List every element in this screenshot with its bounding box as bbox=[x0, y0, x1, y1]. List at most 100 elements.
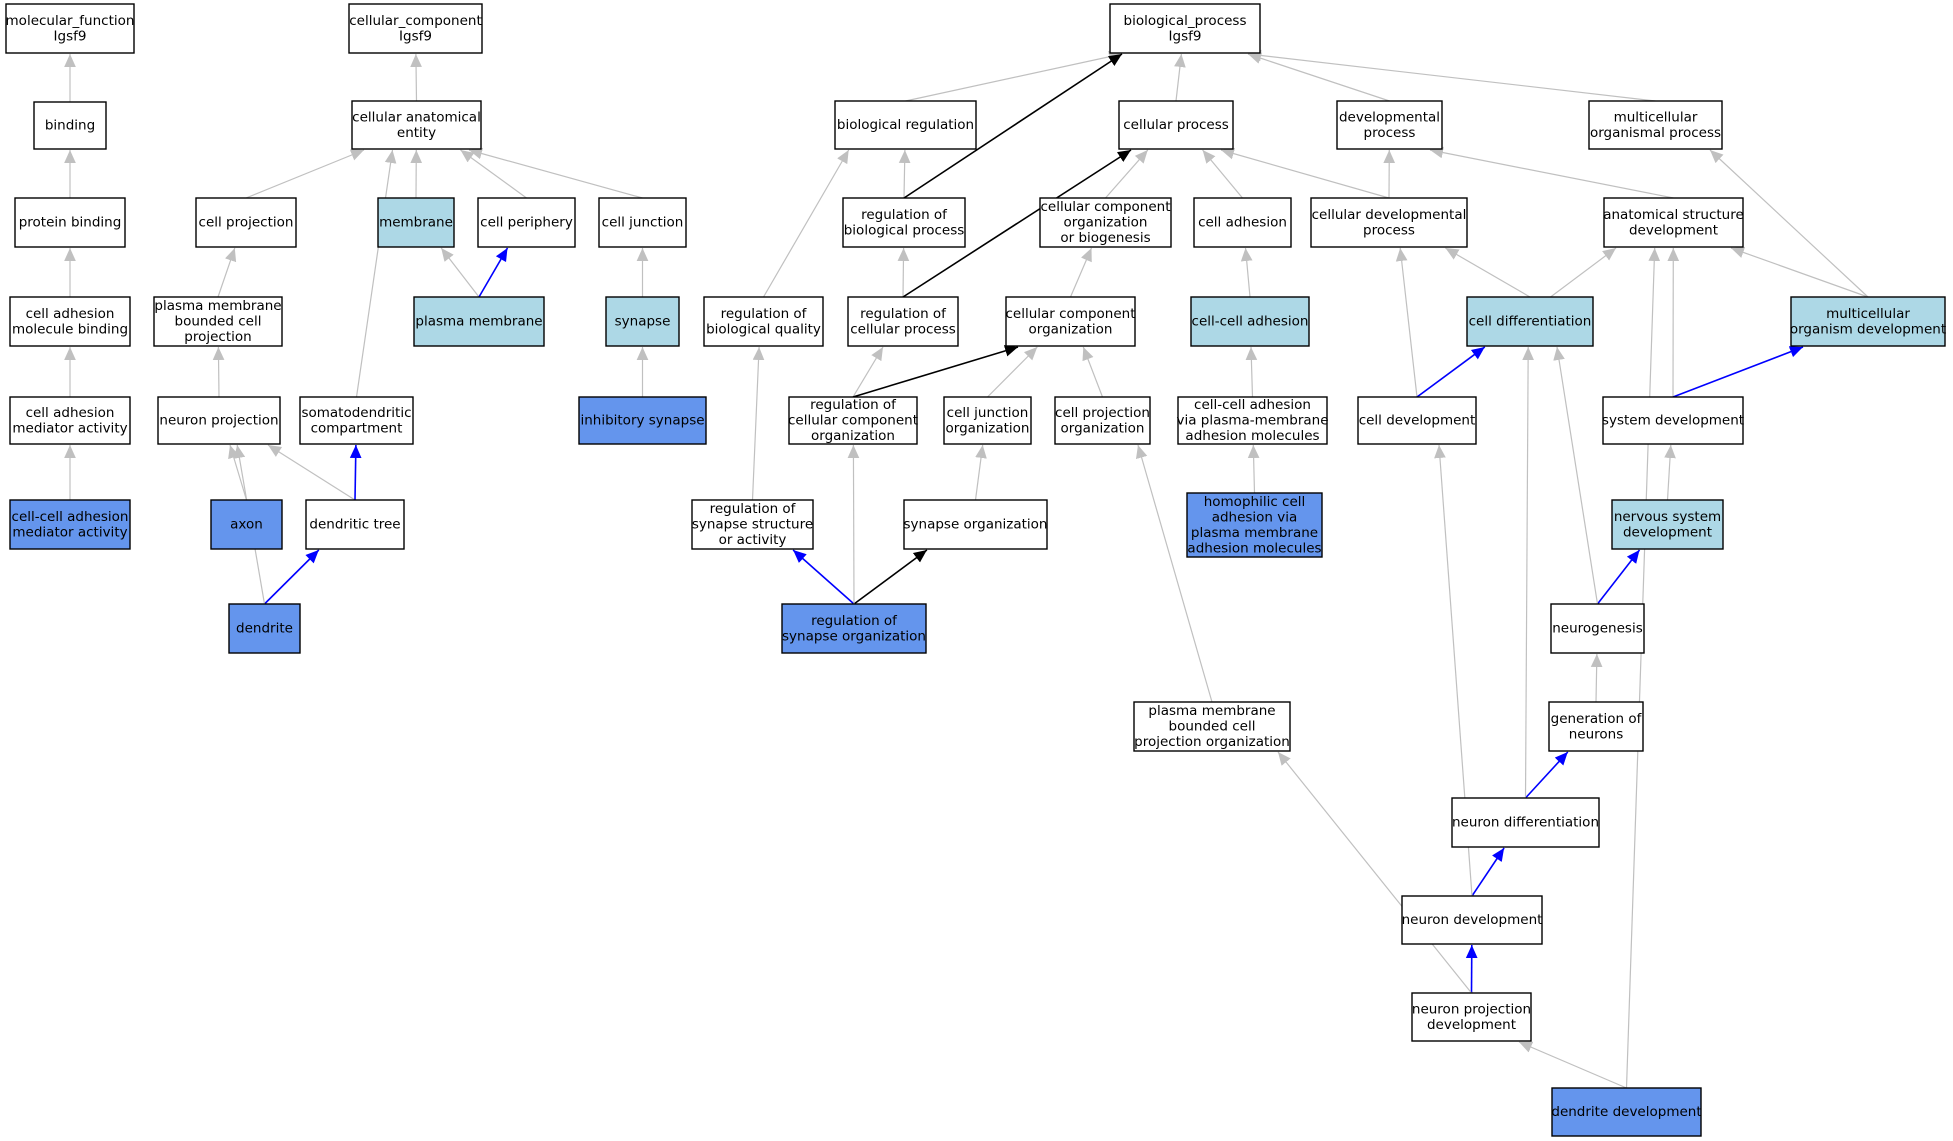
node-label-line: adhesion molecules bbox=[1187, 540, 1321, 556]
node-cell-dev: cell development bbox=[1357, 396, 1477, 445]
edge-reg_syn_org-to-reg_syn_struct bbox=[792, 549, 855, 605]
node-cell-junction: cell junction bbox=[598, 197, 687, 248]
node-box bbox=[1603, 197, 1744, 248]
node-box bbox=[1310, 197, 1468, 248]
node-label-line: cell differentiation bbox=[1469, 314, 1592, 330]
node-label-line: development bbox=[1629, 222, 1718, 238]
node-label-line: cellular_component bbox=[349, 13, 481, 29]
node-label-line: cell development bbox=[1359, 413, 1476, 429]
node-label-line: organization bbox=[1064, 215, 1148, 231]
node-label-line: dendrite bbox=[236, 621, 293, 637]
node-label-line: somatodendritic bbox=[301, 405, 411, 421]
node-label-line: development bbox=[1427, 1017, 1516, 1033]
node-box bbox=[605, 296, 680, 347]
node-label-line: neurons bbox=[1569, 726, 1624, 742]
node-label-line: generation of bbox=[1551, 711, 1643, 727]
node-label-line: anatomical structure bbox=[1603, 207, 1744, 223]
node-label-line: entity bbox=[397, 125, 436, 141]
node-label-line: organization bbox=[811, 428, 895, 444]
node-label-line: regulation of bbox=[860, 306, 947, 322]
node-box bbox=[1611, 499, 1724, 550]
node-label-line: bounded cell bbox=[175, 314, 262, 330]
node-box bbox=[1602, 396, 1744, 445]
edge-neurogenesis-to-nsd bbox=[1596, 549, 1641, 605]
node-label-line: organization bbox=[1061, 420, 1145, 436]
node-label-line: nervous system bbox=[1614, 509, 1721, 525]
edge-cell_junction-to-cae bbox=[468, 147, 643, 199]
edge-reg_syn_struct-to-reg_bio_quality bbox=[751, 346, 765, 501]
node-box bbox=[157, 396, 281, 445]
node-label-line: Igsf9 bbox=[54, 28, 87, 44]
node-label-line: regulation of bbox=[710, 501, 797, 517]
node-label-line: neurogenesis bbox=[1552, 621, 1643, 637]
node-box bbox=[1193, 197, 1292, 248]
node-label-line: synapse structure bbox=[692, 517, 813, 533]
node-box bbox=[9, 296, 131, 347]
node-dendritic-tree: dendritic tree bbox=[305, 499, 405, 550]
edge-cell_adhesion-to-cellular_process bbox=[1202, 149, 1243, 199]
edge-cell_dev-to-cell_diff bbox=[1416, 346, 1486, 398]
node-cell-adhesion: cell adhesion bbox=[1193, 197, 1292, 248]
node-label-line: molecule binding bbox=[12, 321, 128, 337]
node-box bbox=[351, 100, 482, 150]
node-box bbox=[691, 499, 814, 550]
node-label-line: system development bbox=[1602, 413, 1744, 429]
edge-cp_org-to-cco bbox=[1082, 346, 1104, 398]
node-label-line: cellular component bbox=[788, 413, 918, 429]
node-label-line: cell-cell adhesion bbox=[1192, 314, 1309, 330]
node-label-line: cell-cell adhesion bbox=[1194, 397, 1311, 413]
node-cell-periphery: cell periphery bbox=[477, 197, 576, 248]
node-label-line: neuron projection bbox=[1412, 1001, 1531, 1017]
node-bio-reg: biological regulation bbox=[834, 100, 977, 150]
node-label-line: plasma membrane bbox=[154, 298, 281, 314]
node-box bbox=[477, 197, 576, 248]
node-box bbox=[1357, 396, 1477, 445]
node-label-line: regulation of bbox=[810, 397, 897, 413]
node-box bbox=[1133, 701, 1291, 752]
edge-cell_dev-to-cell_dev_process bbox=[1395, 247, 1418, 398]
node-system-dev: system development bbox=[1602, 396, 1744, 445]
edge-neuron_projection-to-pmbcp bbox=[212, 346, 225, 398]
edge-synapse_org-to-cj_org bbox=[974, 444, 987, 501]
node-label-line: synapse organization bbox=[904, 517, 1048, 533]
edge-cellular_process-to-bp_root bbox=[1174, 53, 1186, 102]
edge-reg_cell_process-to-reg_bio_process bbox=[897, 247, 910, 298]
node-label-line: synapse organization bbox=[782, 628, 926, 644]
node-neuron-projection: neuron projection bbox=[157, 396, 281, 445]
edges-layer bbox=[64, 49, 1869, 1089]
node-box bbox=[847, 296, 959, 347]
node-label-line: regulation of bbox=[721, 306, 808, 322]
node-membrane: membrane bbox=[377, 197, 455, 248]
node-axon: axon bbox=[210, 499, 283, 550]
edge-cell_dev_process-to-cellular_process bbox=[1220, 147, 1390, 199]
node-label-line: cell projection bbox=[199, 215, 294, 231]
node-box bbox=[1466, 296, 1594, 347]
edge-reg_bio_process-to-bio_reg bbox=[898, 149, 911, 199]
node-label-line: protein binding bbox=[19, 215, 122, 231]
edge-plasma_membrane-to-cell_periphery bbox=[478, 247, 509, 298]
node-label-line: multicellular bbox=[1614, 109, 1698, 125]
edge-cae-to-cc_root bbox=[410, 53, 422, 102]
edge-axon-to-neuron_projection bbox=[228, 444, 248, 501]
node-box bbox=[153, 296, 283, 347]
edge-dendritic_tree-to-neuron_projection bbox=[267, 444, 356, 501]
node-label-line: neuron differentiation bbox=[1452, 815, 1599, 831]
node-label-line: membrane bbox=[379, 215, 453, 231]
node-label-line: projection bbox=[184, 329, 251, 345]
edge-pmbcpo-to-cp_org bbox=[1135, 444, 1213, 703]
node-box bbox=[1588, 100, 1723, 150]
node-label-line: cell adhesion bbox=[26, 306, 115, 322]
node-label-line: multicellular bbox=[1826, 306, 1910, 322]
